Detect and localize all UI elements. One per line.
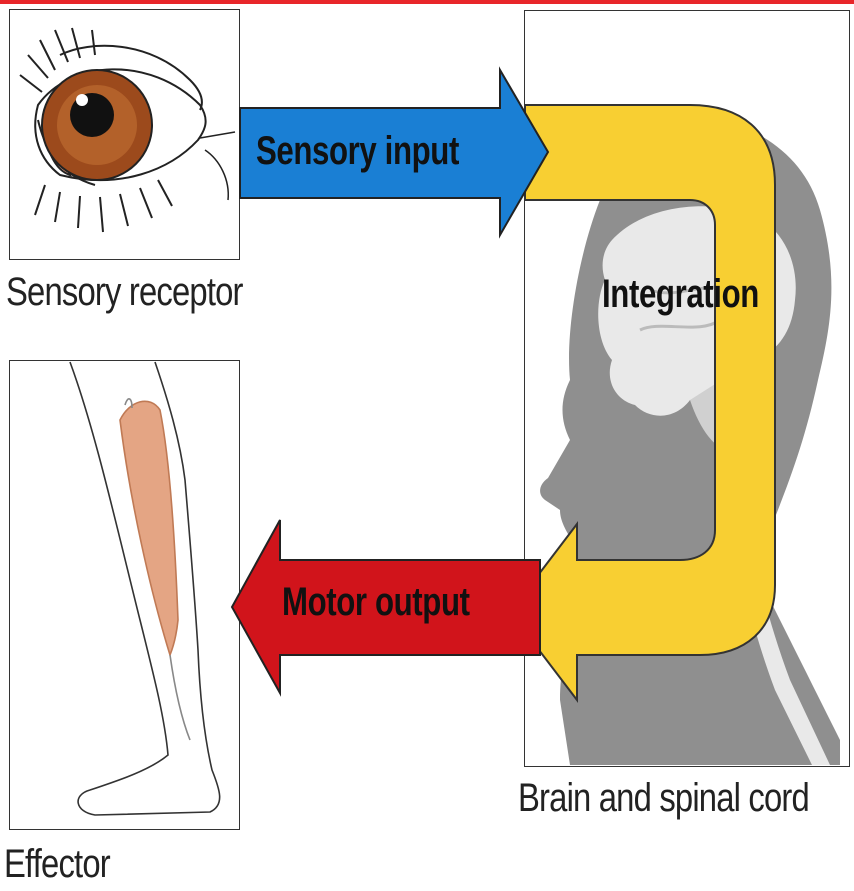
leg-muscle-icon	[70, 362, 220, 815]
effector-label: Effector	[4, 842, 110, 887]
motor-output-label: Motor output	[282, 580, 470, 625]
eye-icon	[20, 28, 235, 232]
sensory-input-label: Sensory input	[256, 129, 459, 174]
head-silhouette-icon	[540, 105, 840, 765]
brain-spinal-cord-label: Brain and spinal cord	[518, 776, 809, 821]
sensory-receptor-label: Sensory receptor	[6, 270, 243, 315]
integration-label: Integration	[602, 272, 759, 317]
